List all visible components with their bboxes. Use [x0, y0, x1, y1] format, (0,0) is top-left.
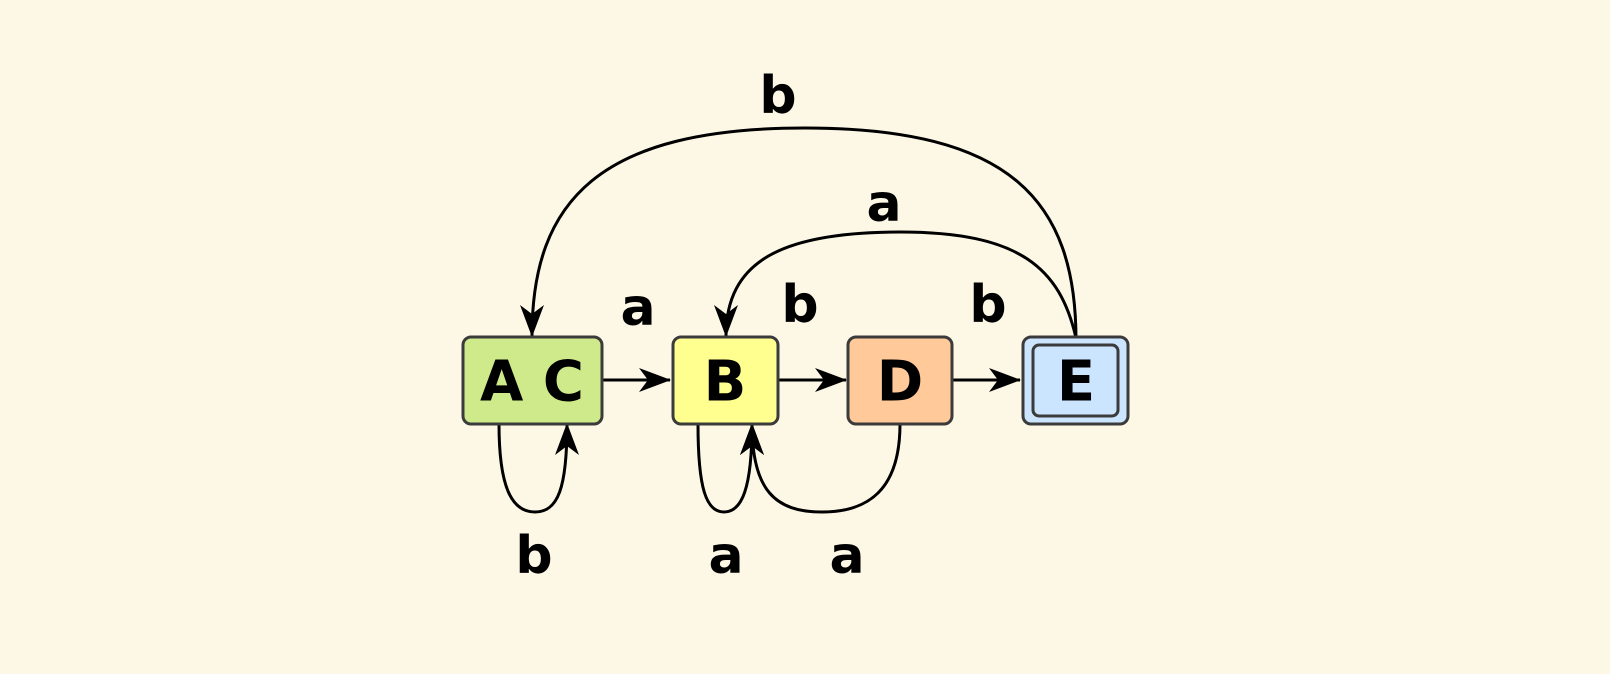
- edge-b-loop: [696, 423, 764, 514]
- edge-e-to-b-label: a: [866, 174, 901, 234]
- state-b-label: B: [704, 350, 747, 415]
- edge-b-to-d-label: b: [781, 275, 818, 335]
- state-ac-label: A C: [480, 350, 584, 415]
- edge-ac-loop: [497, 423, 579, 514]
- edge-ac-loop-label: b: [515, 526, 552, 586]
- edge-d-to-b-label: a: [829, 526, 864, 586]
- edge-d-to-e-label: b: [969, 275, 1006, 335]
- edge-e-to-b: [714, 230, 1078, 339]
- edge-e-to-ac-label: b: [759, 66, 796, 126]
- state-d-label: D: [877, 350, 923, 415]
- edge-e-to-ac: [520, 126, 1078, 341]
- edge-ac-to-b-label: a: [620, 278, 655, 338]
- state-e-box: [1021, 335, 1130, 426]
- state-b-box: [671, 335, 780, 426]
- edge-b-loop-label: a: [708, 526, 743, 586]
- state-d-box: [846, 335, 954, 426]
- edge-d-to-b: [740, 423, 902, 514]
- accepting-state-ring: [1031, 343, 1120, 418]
- state-ac-box: [461, 335, 604, 426]
- state-e-label: E: [1057, 350, 1095, 415]
